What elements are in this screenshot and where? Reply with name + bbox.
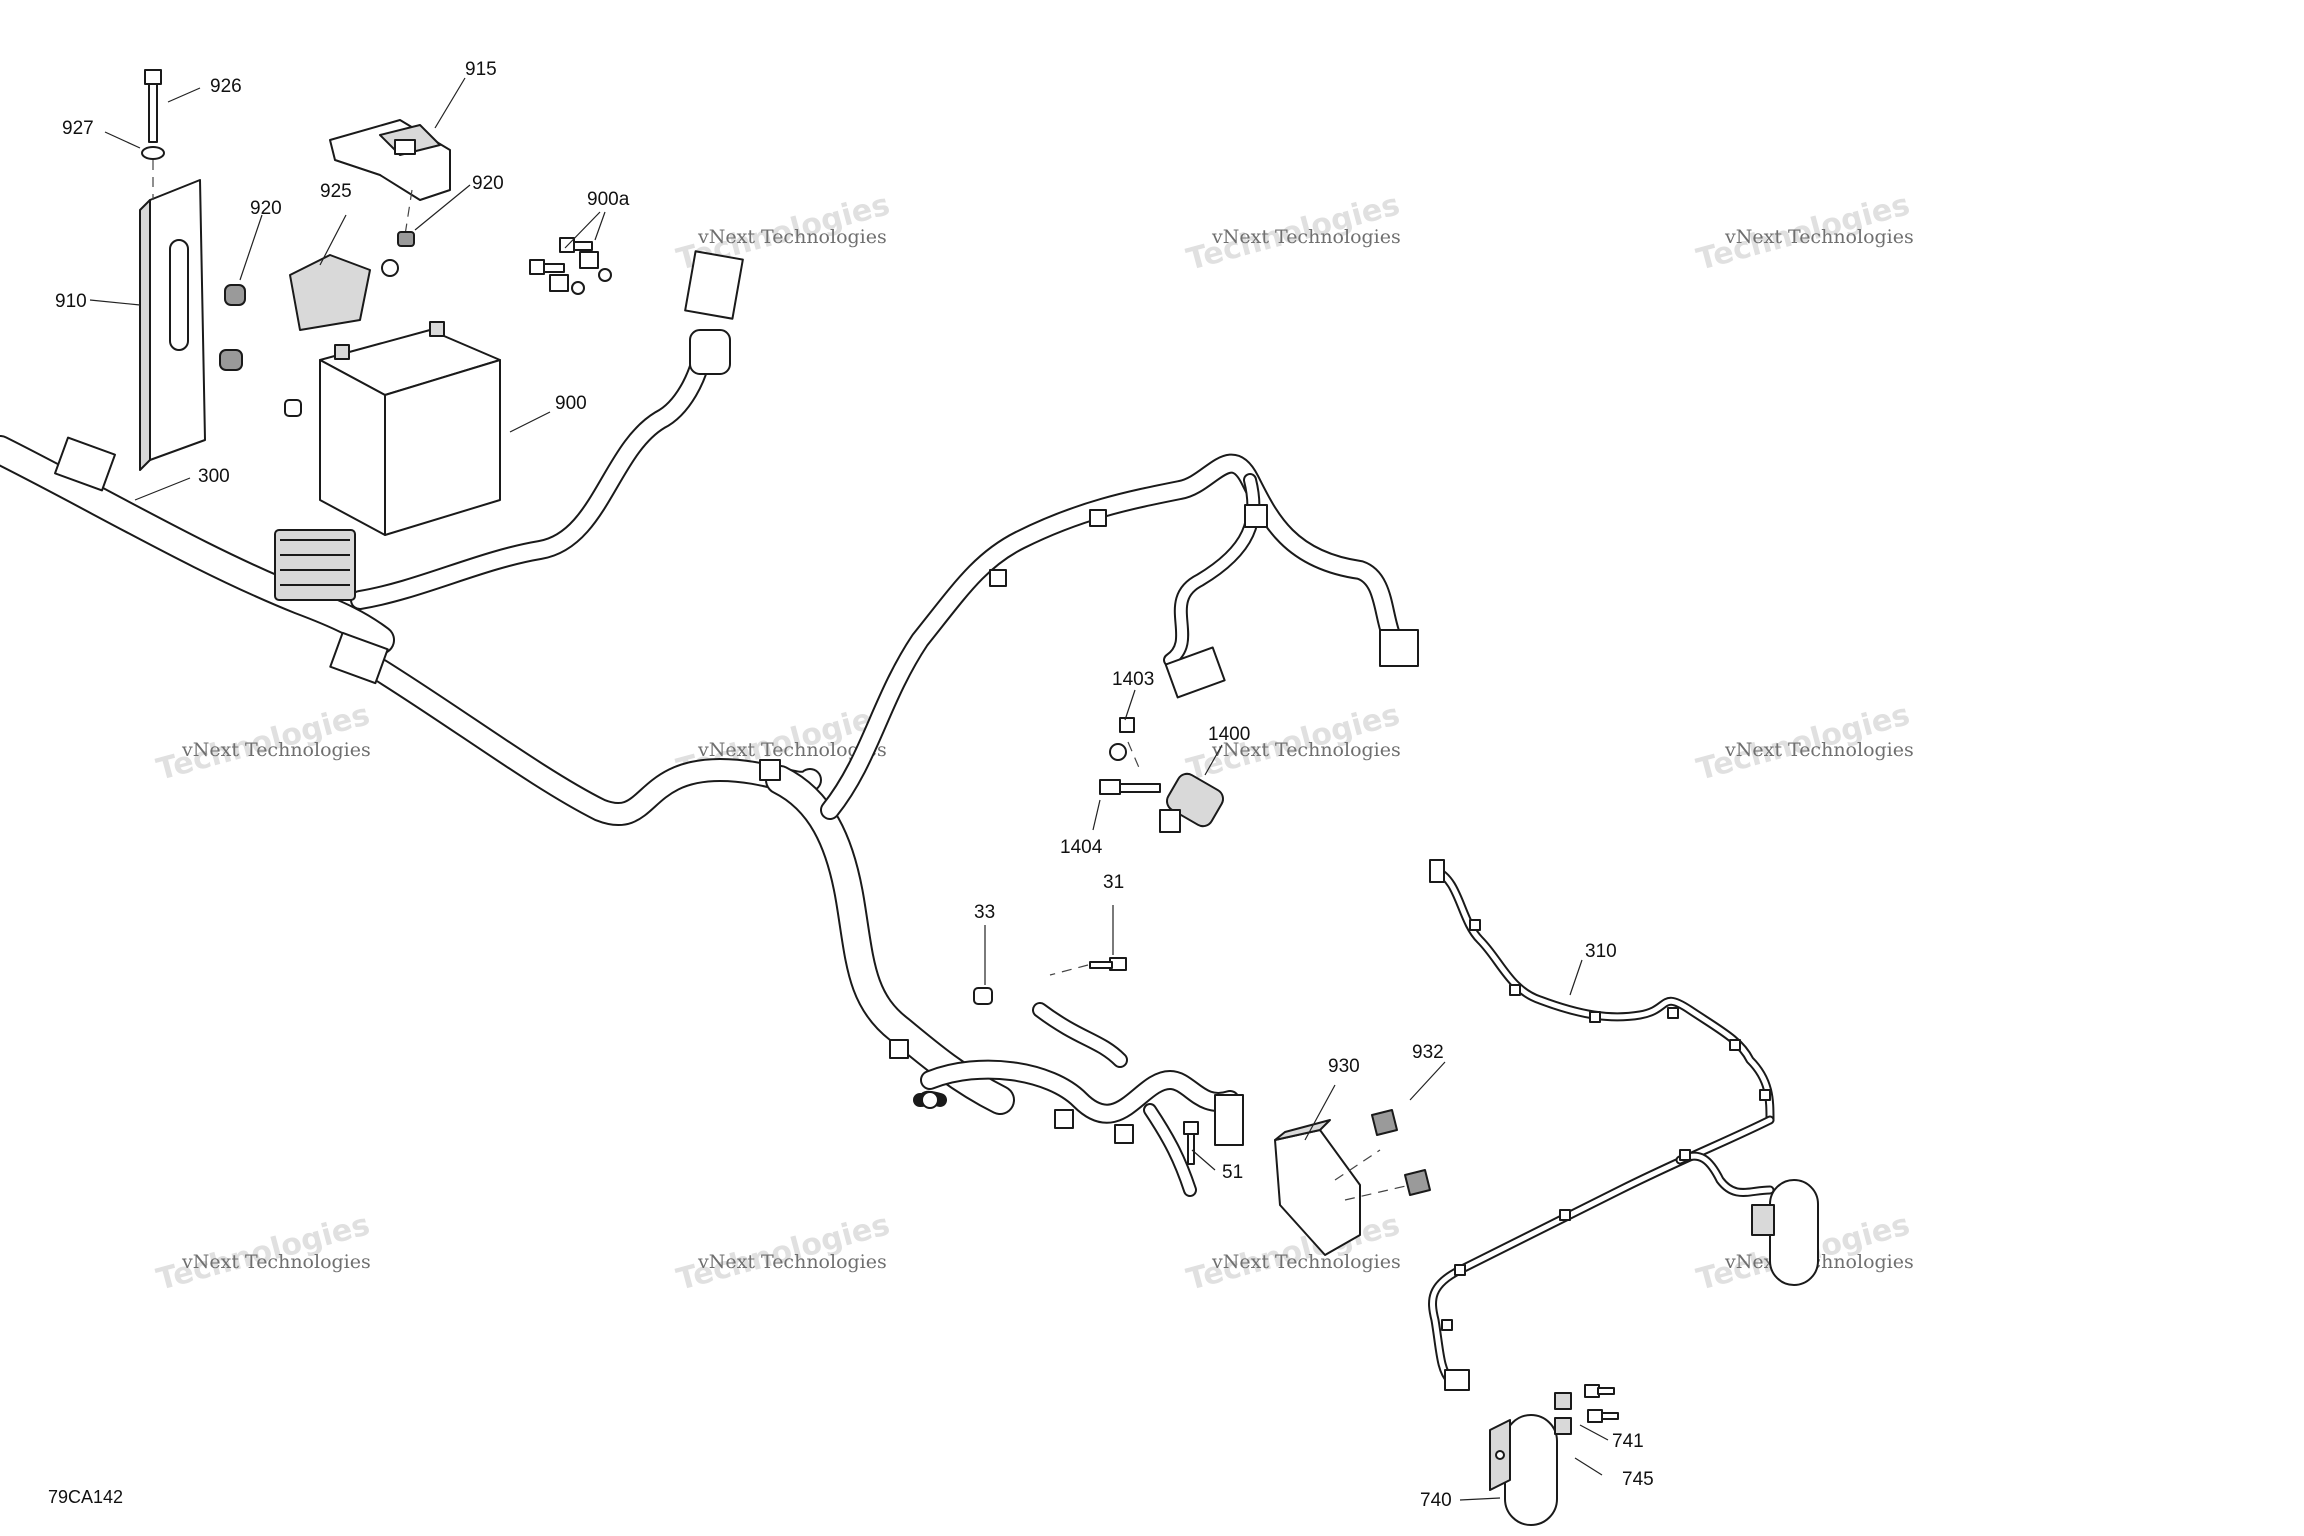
watermark-text: vNext Technologies [1724, 739, 1914, 761]
figure-id: 79CA142 [48, 1487, 123, 1507]
clip [1441, 1319, 1453, 1331]
callout-740: 740 [1420, 1490, 1452, 1511]
watermark-text: vNext Technologies [1211, 226, 1401, 248]
callout-labels: 926 927 915 920 920 925 900a 910 900 300… [55, 59, 1654, 1511]
watermark-text: vNext Technologies [697, 739, 887, 761]
callout-741: 741 [1612, 1431, 1644, 1452]
callout-33: 33 [974, 902, 995, 923]
clip [1559, 1209, 1571, 1221]
connector-plug [1444, 1369, 1470, 1391]
fuse-holder [329, 119, 451, 247]
clip [1054, 1109, 1074, 1129]
callout-920-right: 920 [472, 173, 504, 194]
callout-310: 310 [1585, 941, 1617, 962]
nut [397, 231, 415, 247]
callout-900a: 900a [587, 189, 630, 210]
clip [1114, 1124, 1134, 1144]
clip [1454, 1264, 1466, 1276]
watermark-text: vNext Technologies [697, 226, 887, 248]
bolt [1587, 1409, 1603, 1423]
clip [1589, 1011, 1601, 1023]
nut [284, 399, 302, 417]
battery [319, 321, 501, 536]
watermark-text: vNext Technologies [181, 1251, 371, 1273]
connector-plug [1164, 646, 1226, 699]
callout-51: 51 [1222, 1162, 1243, 1183]
clip [1244, 504, 1268, 528]
connector-plug [1214, 1094, 1244, 1146]
rear-light-harness [1428, 859, 1819, 1391]
callout-920-left: 920 [250, 198, 282, 219]
battery-bolts [529, 237, 612, 295]
battery-bracket [139, 179, 246, 471]
bolt [1099, 779, 1121, 795]
clip [1469, 919, 1481, 931]
clip [1667, 1007, 1679, 1019]
leader-lines [89, 77, 1609, 1501]
screw-51 [1183, 1121, 1199, 1165]
callout-915: 915 [465, 59, 497, 80]
clip [1509, 984, 1521, 996]
hardware-33-31 [973, 957, 1127, 1005]
clip [759, 759, 781, 781]
main-wire-harness [0, 250, 1419, 1197]
grommet [1371, 1109, 1398, 1136]
ecu-connector [274, 529, 356, 601]
clip [1554, 1392, 1572, 1410]
clip [1554, 1417, 1572, 1435]
grommet [224, 284, 246, 306]
callout-925: 925 [320, 181, 352, 202]
tail-light [1769, 1179, 1819, 1286]
sensor-1400 [1099, 717, 1224, 833]
clip [1089, 509, 1107, 527]
bolt-926 [141, 69, 165, 200]
grommet [1404, 1169, 1431, 1196]
callout-910: 910 [55, 291, 87, 312]
ring-terminal [921, 1091, 939, 1109]
connector-plug [684, 250, 744, 320]
connector-plug [1379, 629, 1419, 667]
washer [1109, 743, 1127, 761]
connector-plug [689, 329, 731, 375]
clip [1759, 1089, 1771, 1101]
connector-plug [1429, 859, 1445, 883]
module-930 [1274, 1109, 1431, 1256]
bolt [1119, 717, 1135, 733]
callout-300: 300 [198, 466, 230, 487]
watermark-text: vNext Technologies [181, 739, 371, 761]
connector-plug [1751, 1204, 1775, 1236]
callout-900: 900 [555, 393, 587, 414]
callout-1400: 1400 [1208, 724, 1250, 745]
callout-926: 926 [210, 76, 242, 97]
callout-31: 31 [1103, 872, 1124, 893]
clip [1679, 1149, 1691, 1161]
connector-plug [329, 631, 389, 685]
callout-930: 930 [1328, 1056, 1360, 1077]
callout-1404: 1404 [1060, 837, 1103, 858]
watermark-text: vNext Technologies [1724, 226, 1914, 248]
connector-plug [54, 436, 116, 492]
grommet [219, 349, 243, 371]
callout-745: 745 [1622, 1469, 1654, 1490]
watermark-text: vNext Technologies [697, 1251, 887, 1273]
clip [989, 569, 1007, 587]
bolt [1584, 1384, 1600, 1398]
clip [1729, 1039, 1741, 1051]
callout-932: 932 [1412, 1042, 1444, 1063]
watermark-text: vNext Technologies [1211, 1251, 1401, 1273]
clip [889, 1039, 909, 1059]
rear-light-740 [1489, 1384, 1619, 1526]
watermark-text: vNext Technologies [1211, 739, 1401, 761]
callout-927: 927 [62, 118, 94, 139]
callout-1403: 1403 [1112, 669, 1154, 690]
